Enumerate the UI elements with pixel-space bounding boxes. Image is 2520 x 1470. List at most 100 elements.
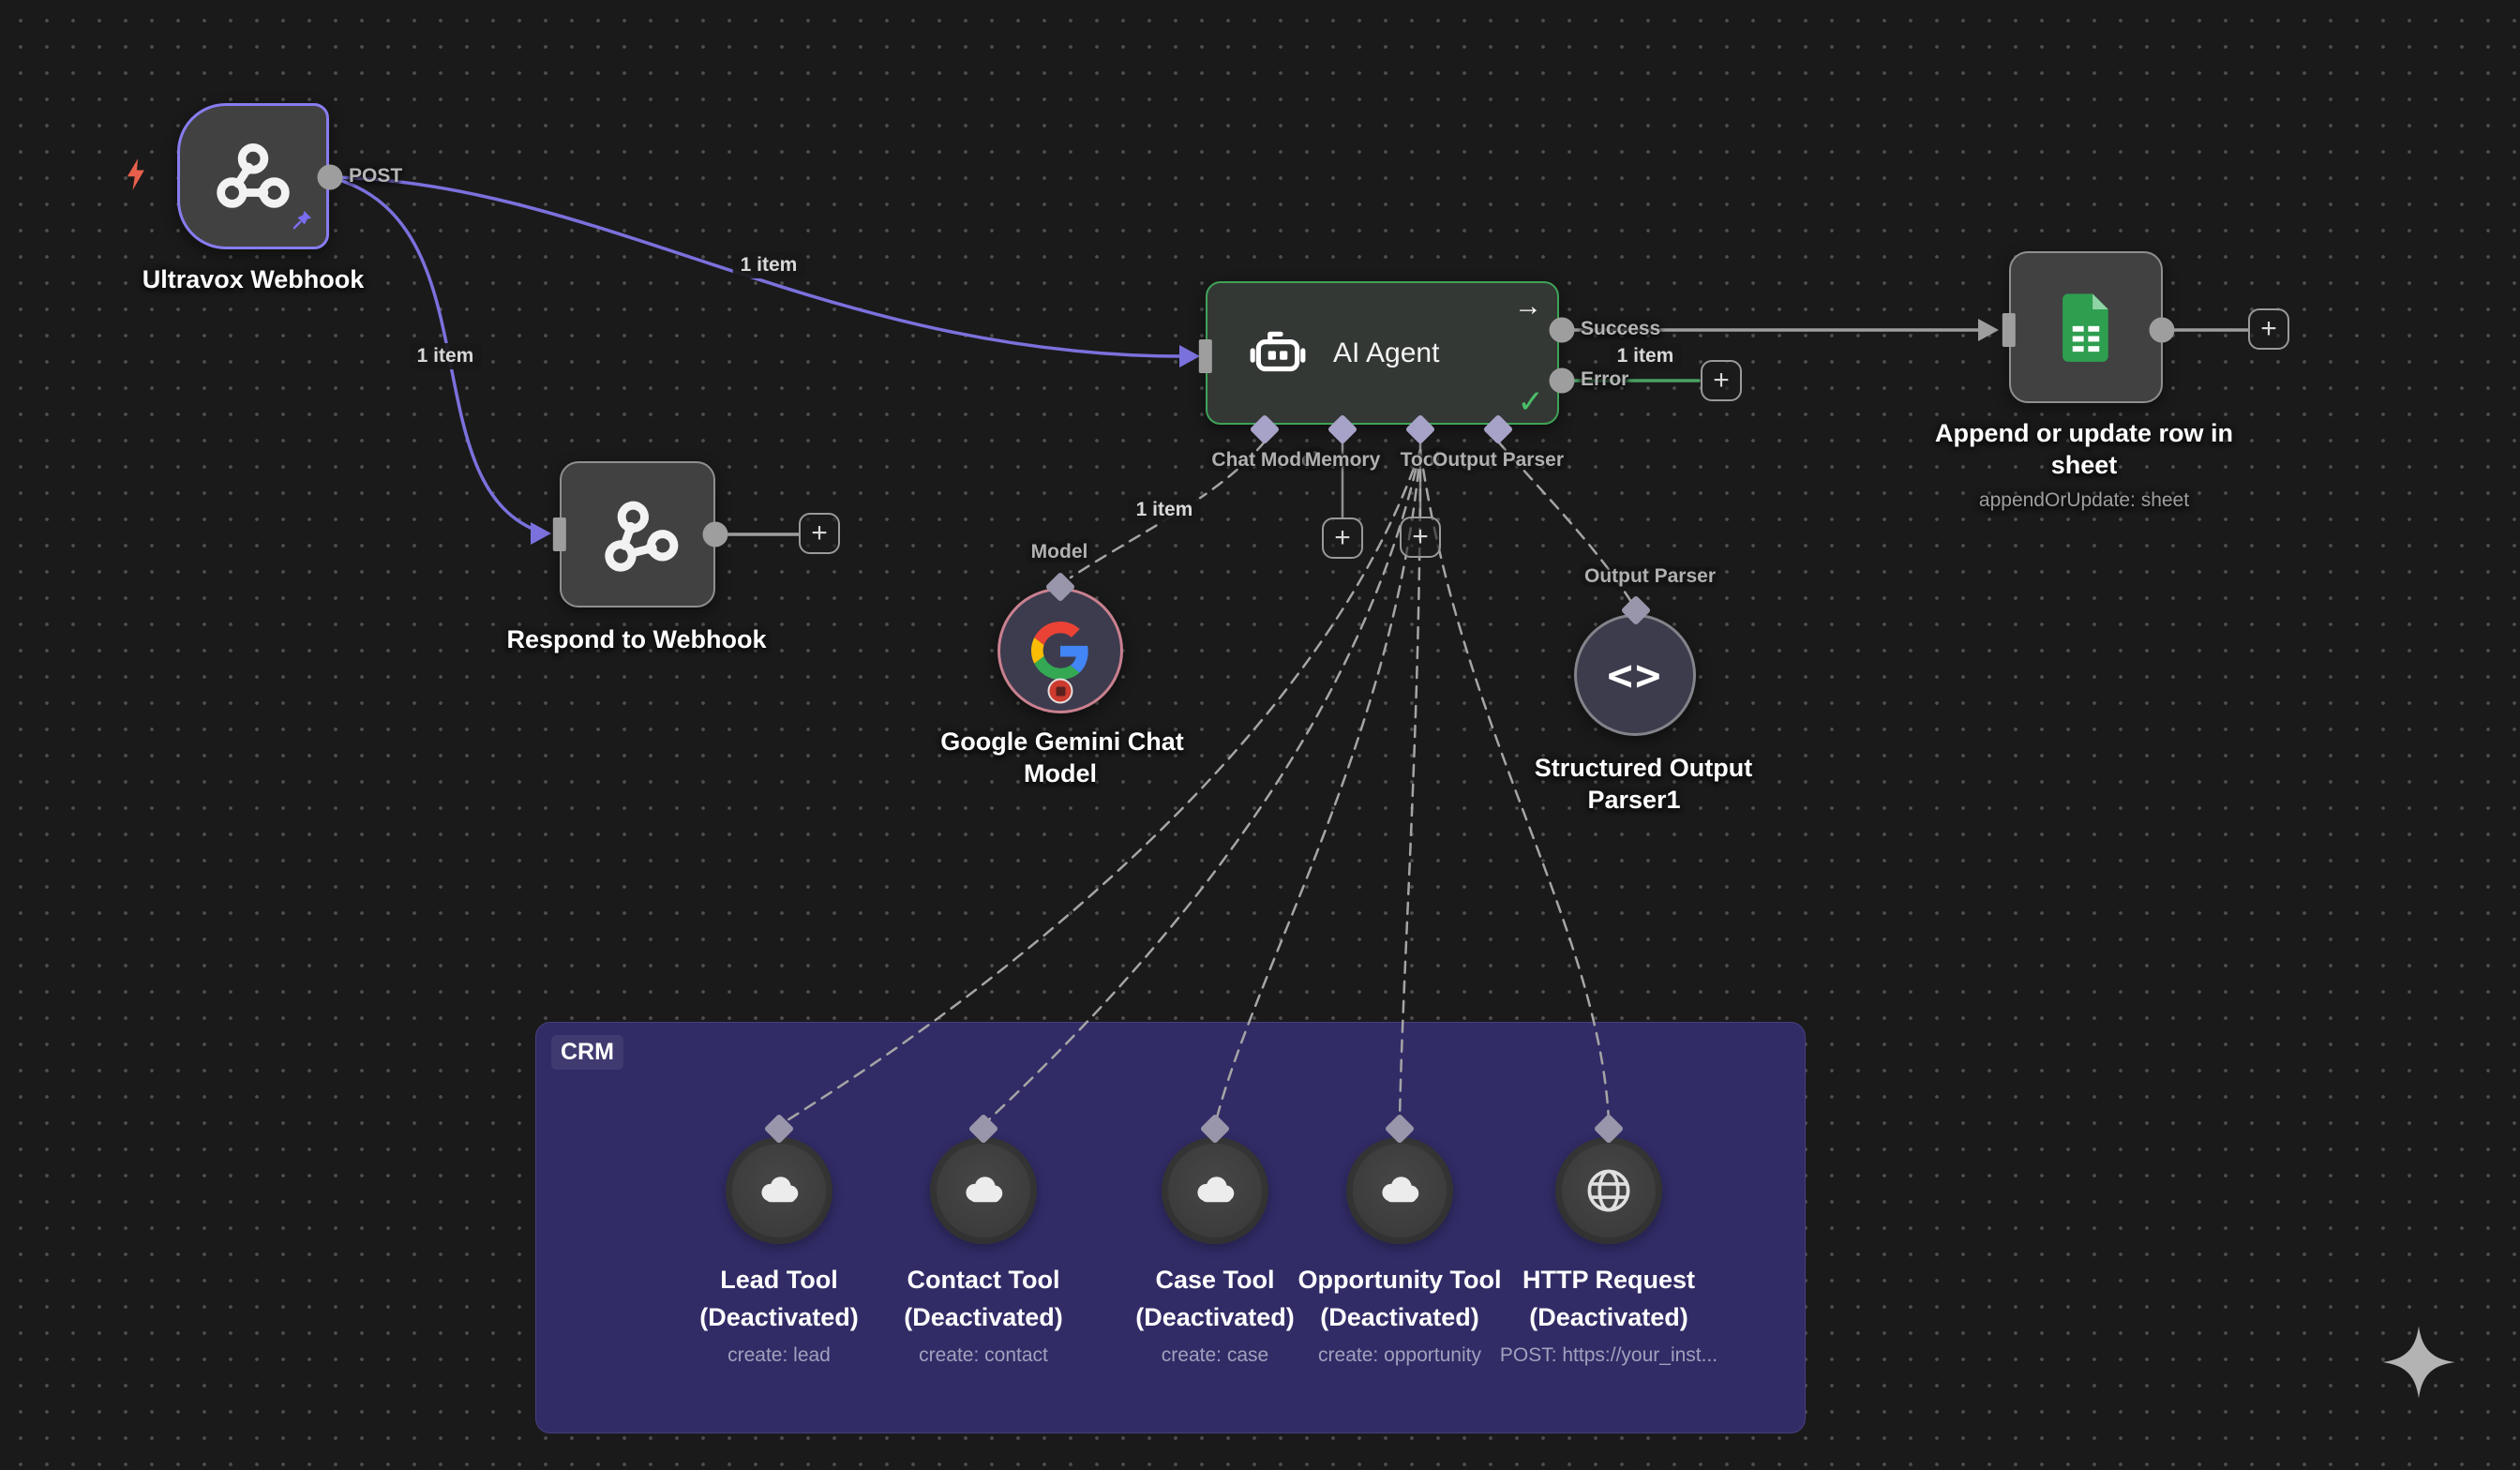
sheets-output-port[interactable]	[2149, 317, 2175, 343]
connection-tool-to-case[interactable]	[1214, 448, 1422, 1123]
node-lead-tool[interactable]	[726, 1137, 832, 1244]
respond-input-port[interactable]	[552, 518, 566, 551]
connection-tool-to-opportunity[interactable]	[1398, 448, 1422, 1123]
node-structured-output-parser[interactable]: <>	[1574, 614, 1696, 736]
respond-output-port[interactable]	[702, 521, 728, 548]
parser-input-label: Output Parser	[1583, 565, 1717, 587]
plus-icon: +	[2260, 313, 2277, 344]
contact-tool-label: Contact Tool (Deactivated) create: conta…	[796, 1262, 1171, 1374]
webhook-output-port[interactable]	[317, 164, 343, 190]
globe-icon	[1587, 1169, 1630, 1212]
http-tool-status: (Deactivated)	[1529, 1303, 1688, 1331]
opportunity-tool-label: Opportunity Tool (Deactivated) create: o…	[1212, 1262, 1587, 1374]
salesforce-cloud-icon	[966, 1177, 1003, 1203]
agent-memory-label: Memory	[1304, 449, 1381, 471]
node-http-request-tool[interactable]	[1555, 1137, 1662, 1244]
salesforce-cloud-icon	[1197, 1177, 1235, 1203]
gemini-input-label: Model	[1030, 541, 1088, 562]
agent-success-items-label: 1 item	[1609, 343, 1682, 369]
agent-input-port[interactable]	[1198, 339, 1212, 373]
connection-agent-to-output-parser[interactable]	[1496, 440, 1633, 604]
sheets-title-line1: Append or update row in	[1935, 419, 2233, 447]
node-ai-agent[interactable]: AI Agent → ✓	[1206, 281, 1559, 425]
agent-chat-model-label: Chat Model	[1211, 449, 1318, 471]
arrowhead-respond-input	[531, 522, 551, 545]
agent-tool-label: Tool	[1400, 449, 1441, 471]
agent-error-label: Error	[1581, 368, 1629, 390]
sheets-input-port[interactable]	[2002, 313, 2016, 347]
gemini-title-line2: Model	[1024, 759, 1097, 788]
node-contact-tool[interactable]	[930, 1137, 1037, 1244]
salesforce-cloud-icon	[761, 1177, 799, 1203]
agent-output-parser-label: Output Parser	[1432, 449, 1565, 471]
error-add-node-button[interactable]: +	[1701, 360, 1742, 401]
parser-title-line1: Structured Output	[1534, 754, 1753, 782]
case-tool-status: (Deactivated)	[1135, 1303, 1295, 1331]
webhook-output-label: POST	[349, 165, 403, 187]
plus-icon: +	[1334, 522, 1351, 553]
webhook-respond-items-label: 1 item	[409, 343, 482, 369]
success-check-icon: ✓	[1517, 384, 1545, 420]
connection-tool-to-http[interactable]	[1418, 448, 1611, 1123]
agent-error-port[interactable]	[1549, 368, 1575, 394]
lead-tool-title: Lead Tool	[720, 1266, 838, 1294]
pinned-data-icon	[292, 209, 313, 235]
agent-title: AI Agent	[1333, 337, 1440, 368]
node-case-tool[interactable]	[1162, 1137, 1268, 1244]
sheets-subtitle: appendOrUpdate: sheet	[1978, 489, 2190, 511]
connection-tool-to-contact[interactable]	[985, 448, 1422, 1123]
ai-assistant-sparkle-icon[interactable]	[2379, 1323, 2458, 1406]
webhook-icon	[217, 143, 290, 208]
case-tool-label: Case Tool (Deactivated) create: case	[1028, 1262, 1402, 1374]
crm-group-label: CRM	[551, 1035, 623, 1070]
respond-title: Respond to Webhook	[506, 625, 767, 653]
plus-icon: +	[1412, 521, 1429, 552]
connection-tool-to-lead[interactable]	[784, 448, 1422, 1123]
node-opportunity-tool[interactable]	[1346, 1137, 1453, 1244]
http-tool-title: HTTP Request	[1522, 1266, 1696, 1294]
contact-tool-subtitle: create: contact	[919, 1344, 1048, 1366]
arrowhead-agent-input	[1179, 345, 1200, 368]
code-brackets-icon: <>	[1607, 650, 1663, 700]
agent-success-label: Success	[1581, 318, 1661, 339]
respond-add-node-button[interactable]: +	[799, 513, 840, 554]
connection-webhook-to-agent[interactable]	[328, 175, 1185, 358]
plus-icon: +	[1713, 365, 1730, 396]
arrowhead-sheets-input	[1978, 319, 1999, 341]
parser-title-line2: Parser1	[1587, 786, 1681, 814]
arrow-right-icon: →	[1514, 291, 1542, 322]
robot-icon	[1250, 331, 1306, 371]
lead-tool-status: (Deactivated)	[699, 1303, 859, 1331]
webhook-title: Ultravox Webhook	[142, 265, 365, 293]
webhook-icon	[605, 501, 679, 572]
http-tool-label: HTTP Request (Deactivated) POST: https:/…	[1421, 1262, 1796, 1374]
memory-add-node-button[interactable]: +	[1322, 518, 1363, 559]
google-sheets-icon	[2062, 293, 2108, 362]
gemini-issue-badge	[1047, 678, 1073, 704]
node-append-or-update-sheet[interactable]	[2009, 251, 2163, 403]
opportunity-tool-title: Opportunity Tool	[1298, 1266, 1502, 1294]
contact-tool-title: Contact Tool	[907, 1266, 1060, 1294]
trigger-bolt-icon	[124, 158, 150, 196]
plus-icon: +	[811, 518, 828, 548]
salesforce-cloud-icon	[1382, 1177, 1419, 1203]
node-respond-to-webhook[interactable]	[560, 461, 715, 608]
http-tool-subtitle: POST: https://your_inst...	[1499, 1344, 1718, 1366]
lead-tool-label: Lead Tool (Deactivated) create: lead	[592, 1262, 967, 1374]
case-tool-subtitle: create: case	[1161, 1344, 1269, 1366]
webhook-agent-items-label: 1 item	[732, 252, 805, 278]
sheets-title-line2: sheet	[2050, 451, 2118, 479]
node-ultravox-webhook[interactable]	[177, 103, 329, 249]
tool-add-node-button[interactable]: +	[1400, 517, 1441, 558]
case-tool-title: Case Tool	[1155, 1266, 1275, 1294]
opportunity-tool-subtitle: create: opportunity	[1318, 1344, 1481, 1366]
google-logo-icon	[1031, 622, 1088, 680]
sheets-add-node-button[interactable]: +	[2248, 308, 2289, 350]
gemini-items-label: 1 item	[1128, 497, 1201, 523]
gemini-title-line1: Google Gemini Chat	[940, 728, 1184, 756]
contact-tool-status: (Deactivated)	[904, 1303, 1063, 1331]
lead-tool-subtitle: create: lead	[728, 1344, 831, 1366]
agent-success-port[interactable]	[1549, 317, 1575, 343]
